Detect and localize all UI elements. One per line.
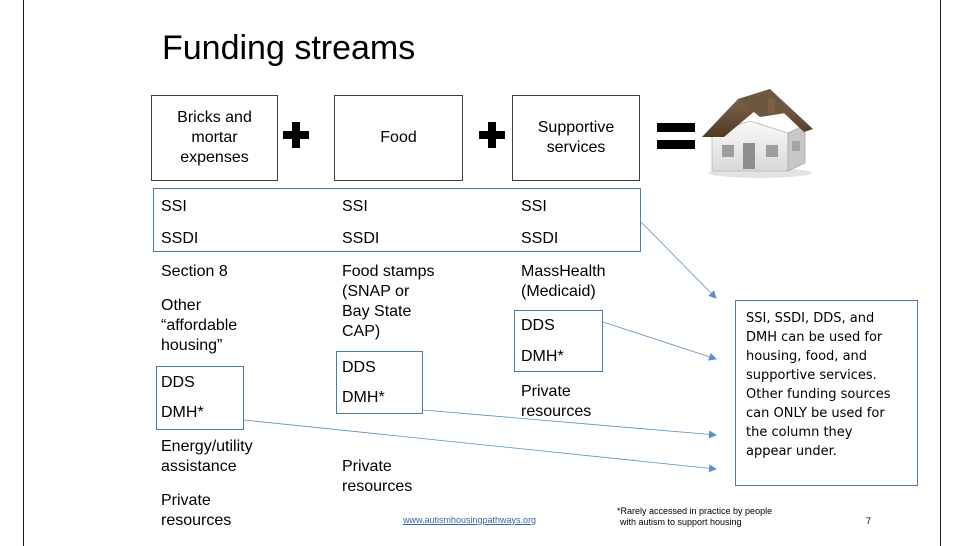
- col1-item-ssdi: SSDI: [161, 230, 199, 247]
- col2-item-private: Private: [342, 458, 392, 475]
- col1-item-other: Other: [161, 297, 202, 314]
- arrow-col1-dmh: [243, 419, 717, 473]
- col1-item-ssi: SSI: [161, 198, 187, 215]
- note-line: DMH can be used for: [746, 330, 883, 345]
- note-line: the column they: [746, 425, 853, 440]
- col2-item-dmh: DMH*: [342, 389, 385, 406]
- header-supportive-services: Supportive services: [512, 95, 640, 181]
- header-food: Food: [334, 95, 463, 181]
- col2-item-ssdi: SSDI: [342, 230, 380, 247]
- col2-item-dds: DDS: [342, 359, 376, 376]
- note-line: can ONLY be used for: [746, 406, 885, 421]
- col3-item-dds: DDS: [521, 317, 555, 334]
- note-line: Other funding sources: [746, 387, 891, 402]
- slide-left-border: [23, 0, 24, 546]
- col1-item-assistance: assistance: [161, 458, 237, 475]
- col2-item-snap: (SNAP or: [342, 283, 410, 300]
- col1-item-dds: DDS: [161, 374, 195, 391]
- house-icon: [702, 89, 813, 178]
- plus-icon: [283, 122, 309, 148]
- col3-item-private: Private: [521, 383, 571, 400]
- col3-item-ssi: SSI: [521, 198, 547, 215]
- page-number: 7: [866, 516, 872, 526]
- col1-item-private: Private: [161, 492, 211, 509]
- col1-item-affordable: “affordable: [161, 317, 238, 334]
- footnote: *Rarely accessed in practice by people w…: [617, 506, 773, 527]
- col1-item-housing: housing”: [161, 337, 223, 354]
- col1-item-dmh: DMH*: [161, 404, 204, 421]
- arrow-col3-dds: [602, 321, 717, 361]
- note-line: SSI, SSDI, DDS, and: [746, 311, 875, 326]
- col2-item-bay-state: Bay State: [342, 303, 412, 320]
- col3-dds-dmh-box: [514, 310, 603, 372]
- arrow-ssi-ssdi: [640, 221, 717, 299]
- arrow-col2-dmh: [422, 409, 717, 439]
- ssi-ssdi-group-box: [153, 188, 641, 252]
- slide-right-border: [940, 0, 941, 546]
- col2-item-ssi: SSI: [342, 198, 368, 215]
- equals-icon: [657, 122, 695, 152]
- footer-website-link[interactable]: www.autismhousingpathways.org: [403, 515, 537, 525]
- col1-dds-dmh-box: [156, 366, 244, 430]
- col2-dds-dmh-box: [336, 351, 423, 414]
- note-line: supportive services.: [746, 368, 877, 383]
- funding-note-box: SSI, SSDI, DDS, and DMH can be used for …: [735, 300, 918, 486]
- col1-item-energy: Energy/utility: [161, 438, 253, 455]
- col2-item-resources: resources: [342, 478, 413, 495]
- col2-item-food-stamps: Food stamps: [342, 263, 435, 280]
- col3-item-medicaid: (Medicaid): [521, 283, 596, 300]
- col3-item-masshealth: MassHealth: [521, 263, 606, 280]
- col2-item-cap: CAP): [342, 323, 381, 340]
- col3-item-ssdi: SSDI: [521, 230, 559, 247]
- page-title: Funding streams: [162, 29, 416, 67]
- note-line: appear under.: [746, 444, 837, 459]
- col1-item-resources: resources: [161, 512, 232, 529]
- col3-item-resources: resources: [521, 403, 592, 420]
- col3-item-dmh: DMH*: [521, 348, 564, 365]
- header-bricks-mortar: Bricks and mortar expenses: [151, 95, 278, 181]
- note-line: housing, food, and: [746, 349, 868, 364]
- col1-item-section8: Section 8: [161, 263, 228, 280]
- plus-icon: [479, 122, 505, 148]
